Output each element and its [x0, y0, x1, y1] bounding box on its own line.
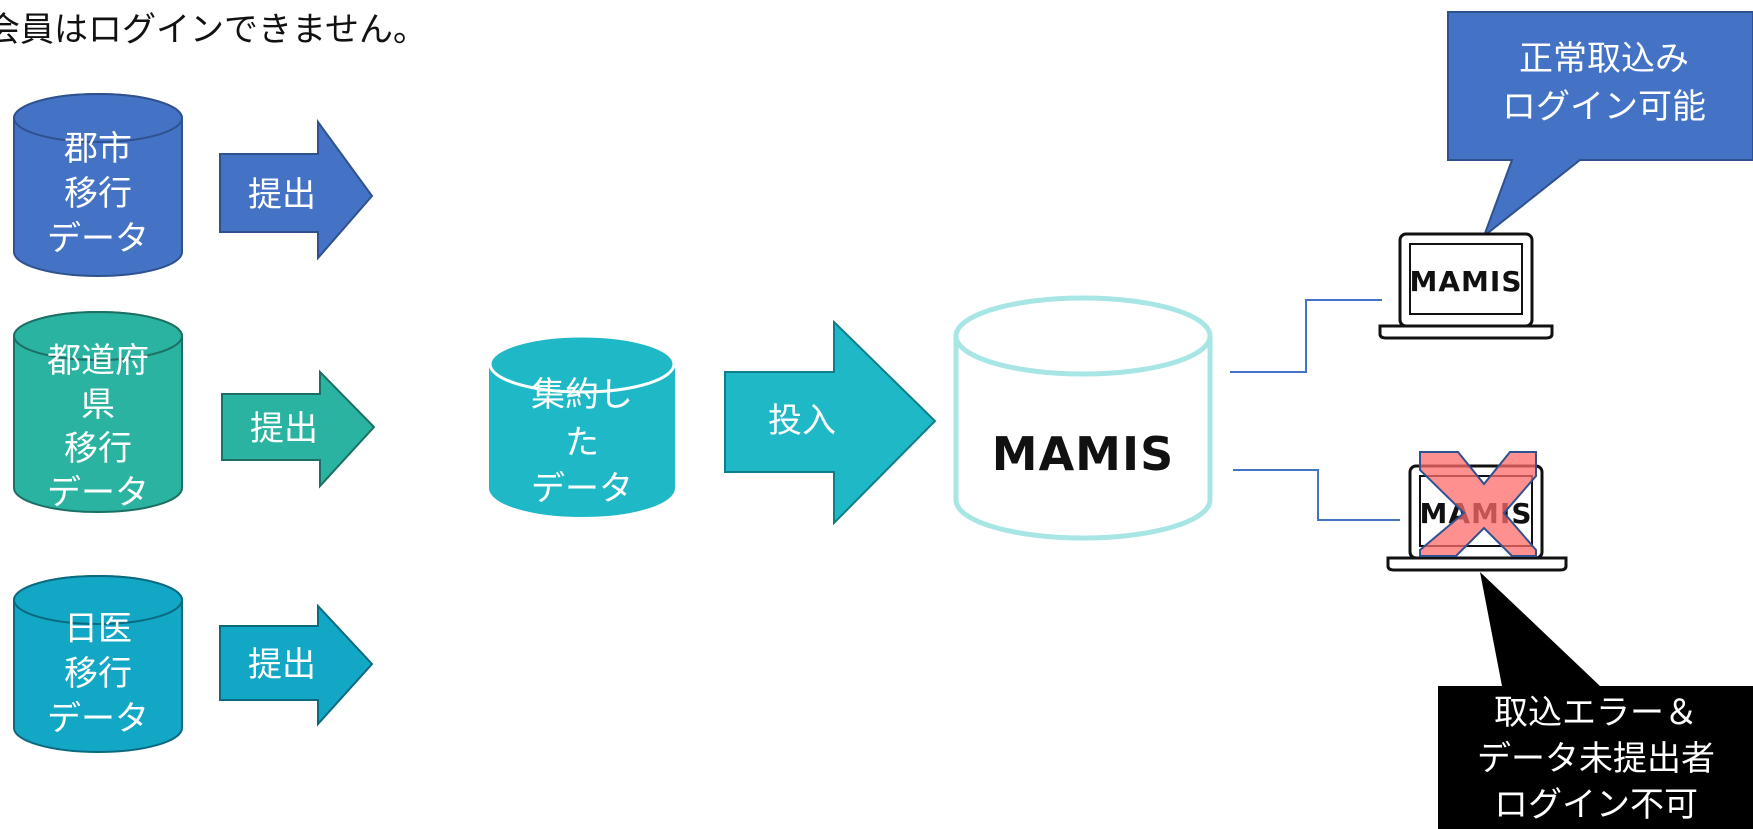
connector-line-ng [1233, 469, 1400, 521]
connector-line-ok [1230, 299, 1382, 373]
aggregated-data-db: 集約し た データ [488, 334, 676, 517]
source-db-city-label-3: データ [47, 219, 149, 259]
source-db-jma-label-2: 移行 [64, 654, 132, 694]
laptop-ng-base [1386, 556, 1568, 572]
source-db-city: 郡市 移行 データ [13, 93, 183, 277]
submit-arrow-prefecture-label: 提出 [250, 409, 318, 449]
import-arrow: 投入 [724, 319, 937, 526]
laptop-ok-base [1378, 324, 1554, 340]
callout-ng-line-1: 取込エラー＆ [1494, 693, 1698, 733]
callout-ng-line-3: ログイン不可 [1494, 785, 1698, 825]
submit-arrow-jma-label: 提出 [248, 645, 316, 685]
page-heading: 会員はログインできません。 [0, 10, 427, 50]
source-db-city-label-2: 移行 [64, 174, 132, 214]
laptop-ok: MAMIS [1378, 232, 1554, 340]
laptop-ok-logo: MAMIS [1410, 265, 1523, 298]
source-db-jma: 日医 移行 データ [13, 575, 183, 753]
source-db-prefecture-label-4: データ [47, 473, 149, 513]
callout-ng-line-2: データ未提出者 [1477, 739, 1715, 779]
source-db-prefecture: 都道府 県 移行 データ [13, 311, 183, 513]
submit-arrow-city: 提出 [219, 118, 374, 261]
callout-ok-line-1: 正常取込み [1519, 39, 1689, 79]
central-mamis-db: MAMIS [953, 295, 1213, 541]
submit-arrow-jma: 提出 [219, 603, 374, 727]
submit-arrow-prefecture: 提出 [221, 369, 376, 489]
import-arrow-label: 投入 [768, 401, 836, 441]
callout-login-ok: 正常取込み ログイン可能 [1447, 11, 1753, 239]
source-db-city-label-1: 郡市 [64, 129, 132, 169]
source-db-prefecture-label-1: 都道府 [47, 341, 149, 381]
central-db-logo: MAMIS [992, 427, 1174, 481]
callout-ok-line-2: ログイン可能 [1502, 87, 1706, 127]
submit-arrow-city-label: 提出 [248, 175, 316, 215]
callout-login-ng: 取込エラー＆ データ未提出者 ログイン不可 [1438, 572, 1753, 829]
aggregated-data-label-2: た [565, 423, 599, 463]
source-db-jma-label-1: 日医 [64, 609, 132, 649]
cross-icon [1419, 451, 1537, 557]
aggregated-data-label-1: 集約し [531, 375, 633, 415]
source-db-prefecture-label-3: 移行 [64, 429, 132, 469]
source-db-prefecture-label-2: 県 [81, 385, 115, 425]
source-db-jma-label-3: データ [47, 699, 149, 739]
aggregated-data-label-3: データ [531, 469, 633, 509]
